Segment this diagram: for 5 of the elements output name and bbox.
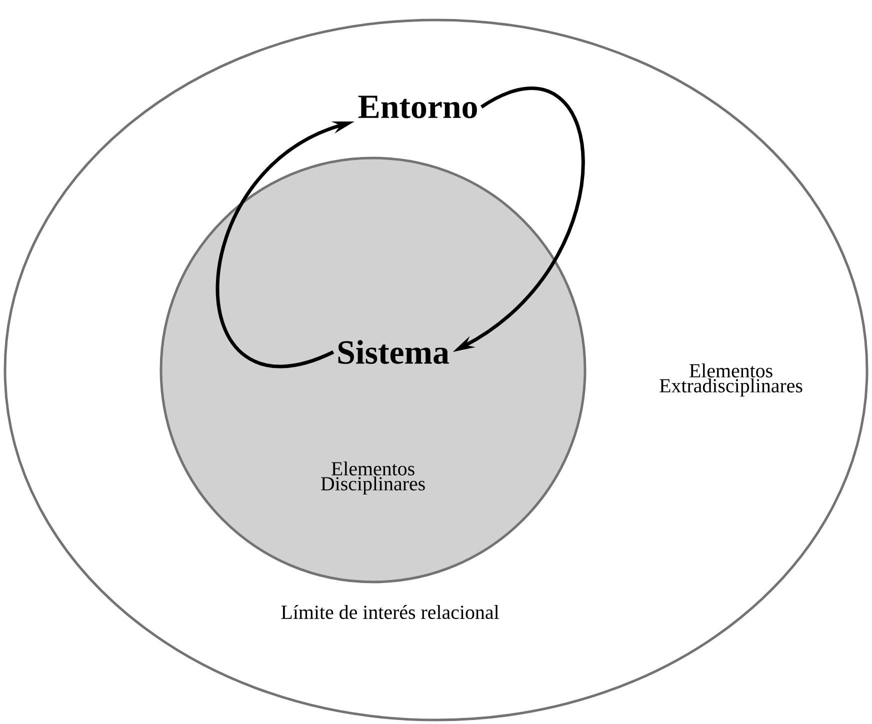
- region-label: Elementos Extradisciplinares: [660, 363, 802, 397]
- heading-label: Entorno: [358, 96, 477, 118]
- region-label: Límite de interés relacional: [281, 604, 499, 619]
- heading-label: Sistema: [338, 340, 449, 364]
- region-label: Elementos Disciplinares: [321, 461, 425, 495]
